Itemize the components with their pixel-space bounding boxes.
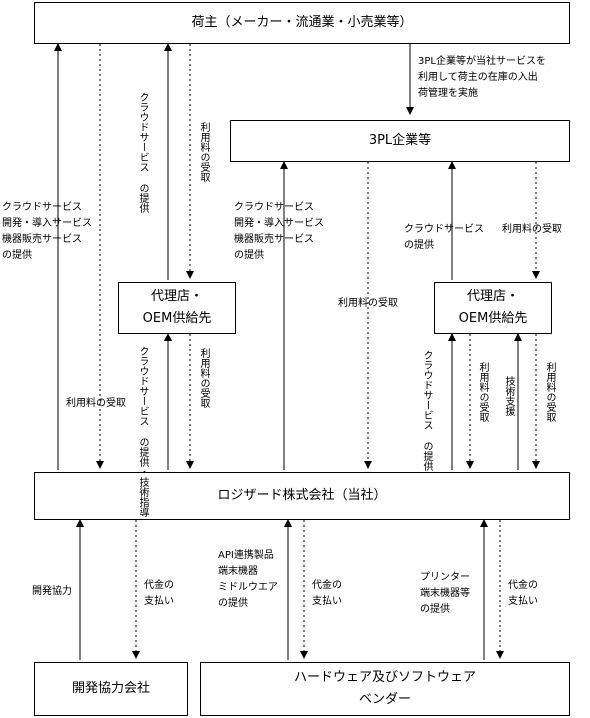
left-services-label: クラウドサービス 開発・導入サービス 機器販売サービス の提供 bbox=[2, 200, 92, 264]
mid-services-l4: の提供 bbox=[234, 250, 264, 261]
mid-services-label: クラウドサービス 開発・導入サービス 機器販売サービス の提供 bbox=[234, 200, 324, 264]
left-fee-label: 利用料の受取 bbox=[66, 398, 126, 409]
agent-right-box: 代理店・ OEM供給先 bbox=[434, 282, 552, 334]
note-line2: 利用して荷主の在庫の入出 bbox=[418, 72, 538, 83]
printer-l1: プリンター bbox=[420, 572, 470, 583]
mid-fee-label: 利用料の受取 bbox=[338, 298, 398, 309]
agent-left-line1: 代理店・ bbox=[150, 289, 203, 304]
api-pay-label: 代金の 支払い bbox=[312, 578, 342, 610]
logizard-box: ロジザード株式会社（当社） bbox=[34, 472, 570, 520]
left-services-l2: 開発・導入サービス bbox=[2, 218, 92, 229]
shipper-label: 荷主（メーカー・流通業・小売業等） bbox=[191, 15, 413, 30]
agent-left-box: 代理店・ OEM供給先 bbox=[118, 282, 236, 334]
agentL-cloud-label: クラウドサービス の提供 bbox=[134, 92, 150, 213]
dev-partner-label: 開発協力会社 bbox=[71, 681, 150, 696]
agentR-fee-label: 利用料の受取 bbox=[502, 224, 562, 235]
lowerR-cloud-l1: クラウドサービス bbox=[421, 350, 432, 430]
api-l3: ミドルウエア bbox=[218, 582, 278, 593]
agent-right-line1: 代理店・ bbox=[466, 289, 519, 304]
dev-pay-l1: 代金の bbox=[144, 580, 174, 591]
agentL-cloud-l1: クラウドサービス bbox=[137, 92, 148, 172]
shipper-3pl-note: 3PL企業等が当社サービスを 利用して荷主の在庫の入出 荷管理を実施 bbox=[418, 54, 546, 102]
agentR-cloud-l2: の提供 bbox=[404, 240, 434, 251]
printer-provide-label: プリンター 端末機器等 の提供 bbox=[420, 570, 470, 618]
mid-services-l1: クラウドサービス bbox=[234, 202, 314, 213]
logizard-label: ロジザード株式会社（当社） bbox=[217, 488, 387, 503]
printer-pay-label: 代金の 支払い bbox=[508, 578, 538, 610]
agent-left-line2: OEM供給先 bbox=[142, 311, 212, 326]
lowerL-cloud-l1: クラウドサービス bbox=[137, 346, 148, 426]
dev-coop-label: 開発協力 bbox=[32, 586, 72, 597]
agentL-fee-label: 利用料の受取 bbox=[198, 122, 209, 182]
api-pay-l2: 支払い bbox=[312, 596, 342, 607]
agent-right-line2: OEM供給先 bbox=[458, 311, 528, 326]
note-line1: 3PL企業等が当社サービスを bbox=[418, 56, 546, 67]
api-l2: 端末機器 bbox=[218, 566, 258, 577]
dev-pay-l2: 支払い bbox=[144, 596, 174, 607]
left-services-l4: の提供 bbox=[2, 250, 32, 261]
lowerL-fee-label: 利用料の受取 bbox=[198, 348, 209, 408]
printer-pay-l2: 支払い bbox=[508, 596, 538, 607]
lowerR-fee2-label: 利用料の受取 bbox=[544, 362, 555, 422]
lowerR-cloud-l2: の提供 bbox=[421, 441, 432, 471]
api-l1: API連携製品 bbox=[218, 550, 274, 561]
hw-vendor-line2: ベンダー bbox=[358, 692, 411, 707]
note-line3: 荷管理を実施 bbox=[418, 88, 478, 99]
threepl-box: 3PL企業等 bbox=[230, 120, 570, 162]
lowerR-fee-label: 利用料の受取 bbox=[477, 362, 488, 422]
api-pay-l1: 代金の bbox=[312, 580, 342, 591]
printer-l2: 端末機器等 bbox=[420, 588, 470, 599]
mid-services-l3: 機器販売サービス bbox=[234, 234, 314, 245]
lowerR-cloud-label: クラウドサービス の提供 bbox=[418, 350, 434, 471]
printer-pay-l1: 代金の bbox=[508, 580, 538, 591]
dev-pay-label: 代金の 支払い bbox=[144, 578, 174, 610]
api-l4: の提供 bbox=[218, 598, 248, 609]
left-services-l3: 機器販売サービス bbox=[2, 234, 82, 245]
lowerL-cloud-label: クラウドサービス の提供・技術指導 bbox=[134, 346, 150, 517]
shipper-box: 荷主（メーカー・流通業・小売業等） bbox=[34, 2, 570, 44]
agentR-cloud-l1: クラウドサービス bbox=[404, 224, 484, 235]
mid-services-l2: 開発・導入サービス bbox=[234, 218, 324, 229]
lowerL-cloud-l2: の提供・技術指導 bbox=[137, 437, 148, 517]
agentL-cloud-l2: の提供 bbox=[137, 183, 148, 213]
agentR-cloud-label: クラウドサービス の提供 bbox=[404, 222, 484, 254]
printer-l3: の提供 bbox=[420, 604, 450, 615]
left-services-l1: クラウドサービス bbox=[2, 202, 82, 213]
hw-vendor-box: ハードウェア及びソフトウェア ベンダー bbox=[200, 662, 570, 716]
lowerR-tech-label: 技術支援 bbox=[503, 376, 514, 416]
threepl-label: 3PL企業等 bbox=[368, 133, 432, 148]
dev-partner-box: 開発協力会社 bbox=[34, 662, 188, 716]
hw-vendor-line1: ハードウェア及びソフトウェア bbox=[293, 670, 476, 685]
api-provide-label: API連携製品 端末機器 ミドルウエア の提供 bbox=[218, 548, 278, 612]
